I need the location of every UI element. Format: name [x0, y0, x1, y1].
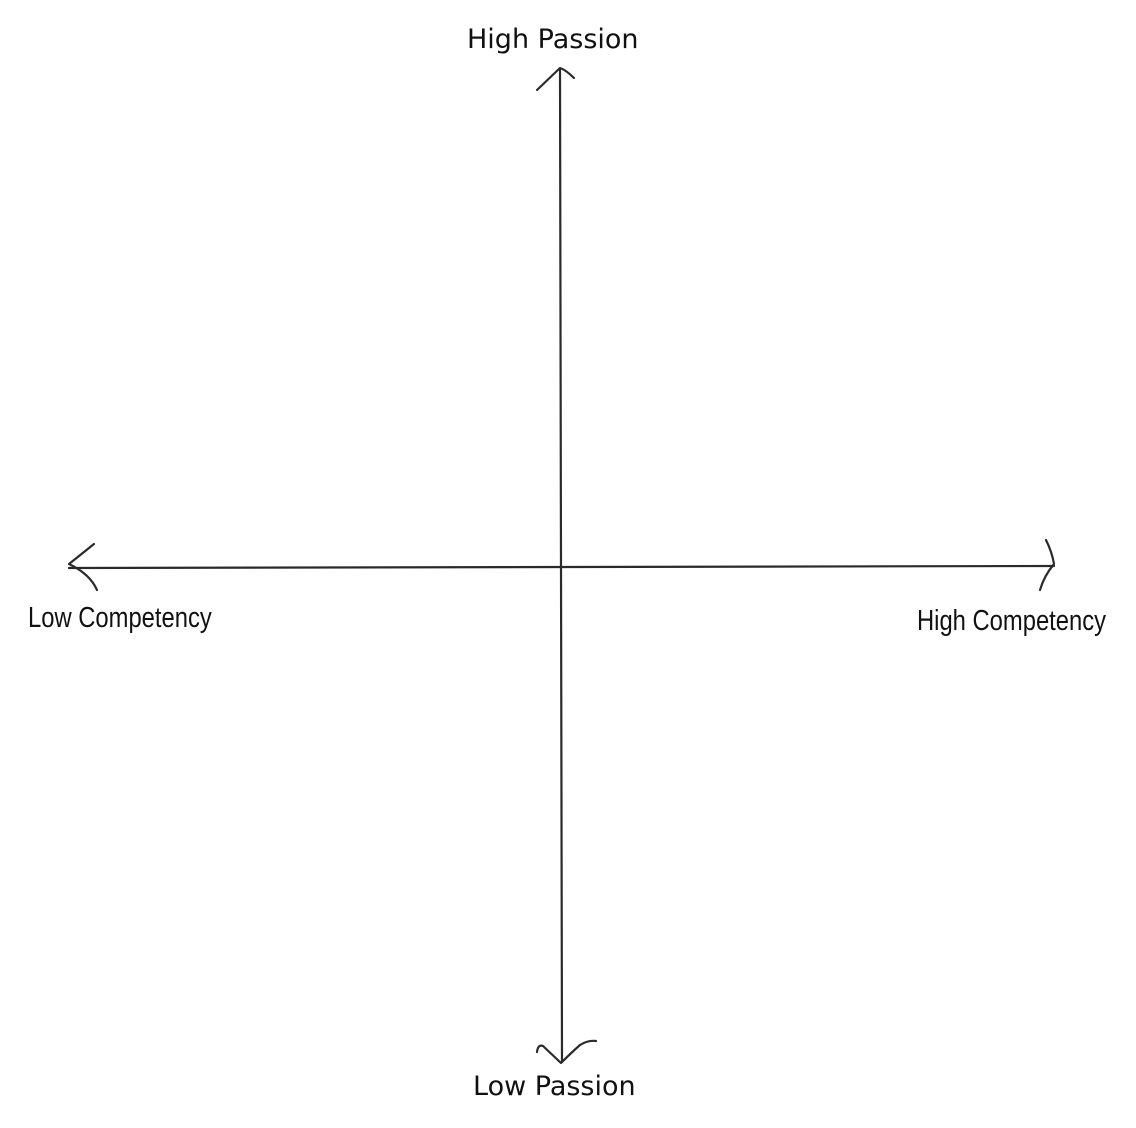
high-competency-label: High Competency [917, 605, 1107, 637]
arrow-right-icon [1038, 538, 1056, 592]
arrow-left-icon [67, 542, 99, 592]
horizontal-axis-line [67, 564, 1056, 570]
arrow-down-icon [535, 1039, 598, 1065]
high-passion-label: High Passion [467, 24, 639, 55]
low-competency-label: Low Competency [28, 602, 212, 634]
arrow-up-icon [535, 66, 576, 92]
low-passion-label: Low Passion [473, 1071, 636, 1102]
